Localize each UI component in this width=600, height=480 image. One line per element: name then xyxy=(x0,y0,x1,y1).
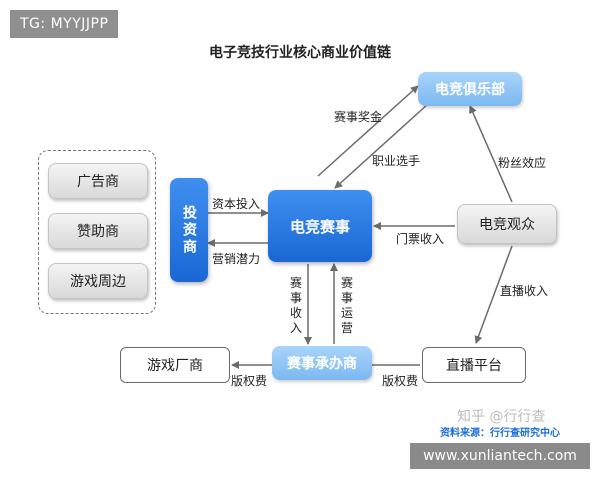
zhihu-watermark: 知乎 @行行查 xyxy=(457,409,546,425)
label-ticket-income: 门票收入 xyxy=(396,232,445,246)
label-pro-player: 职业选手 xyxy=(372,154,421,168)
watermark-tag: TG: MYYJJPP xyxy=(10,10,119,38)
arrow-club-to-event xyxy=(334,103,429,189)
label-stream-income: 直播收入 xyxy=(500,284,549,298)
arrow-audience-to-platform xyxy=(474,245,513,344)
label-copyright-fee-platform: 版权费 xyxy=(382,374,419,388)
url-watermark: www.xunliantech.com xyxy=(410,443,590,469)
advertiser-group xyxy=(38,150,156,314)
node-organizer: 赛事承办商 xyxy=(272,346,372,380)
label-event-income: 赛事收入 xyxy=(289,276,302,335)
label-capital-input: 资本投入 xyxy=(212,197,261,211)
node-event: 电竞赛事 xyxy=(268,190,372,262)
node-platform: 直播平台 xyxy=(422,347,526,383)
node-investor: 投资商 xyxy=(170,178,208,282)
label-fan-effect: 粉丝效应 xyxy=(498,156,547,170)
arrow-audience-to-club xyxy=(469,105,513,203)
node-audience: 电竞观众 xyxy=(457,204,557,244)
label-copyright-fee-vendor: 版权费 xyxy=(231,374,268,388)
arrow-event-to-club xyxy=(317,85,419,177)
node-advertiser: 广告商 xyxy=(48,163,148,199)
node-game-periphery: 游戏周边 xyxy=(48,263,148,299)
node-investor-label: 投资商 xyxy=(181,204,197,256)
source-note: 资料来源：行行查研究中心 xyxy=(440,428,560,439)
label-event-prize: 赛事奖金 xyxy=(334,110,383,124)
node-game-vendor: 游戏厂商 xyxy=(120,347,230,383)
label-event-operation: 赛事运营 xyxy=(340,276,353,335)
node-club: 电竞俱乐部 xyxy=(418,72,522,106)
label-marketing-potential: 营销潜力 xyxy=(212,252,261,266)
node-sponsor: 赞助商 xyxy=(48,213,148,249)
diagram-title: 电子竞技行业核心商业价值链 xyxy=(209,45,391,61)
